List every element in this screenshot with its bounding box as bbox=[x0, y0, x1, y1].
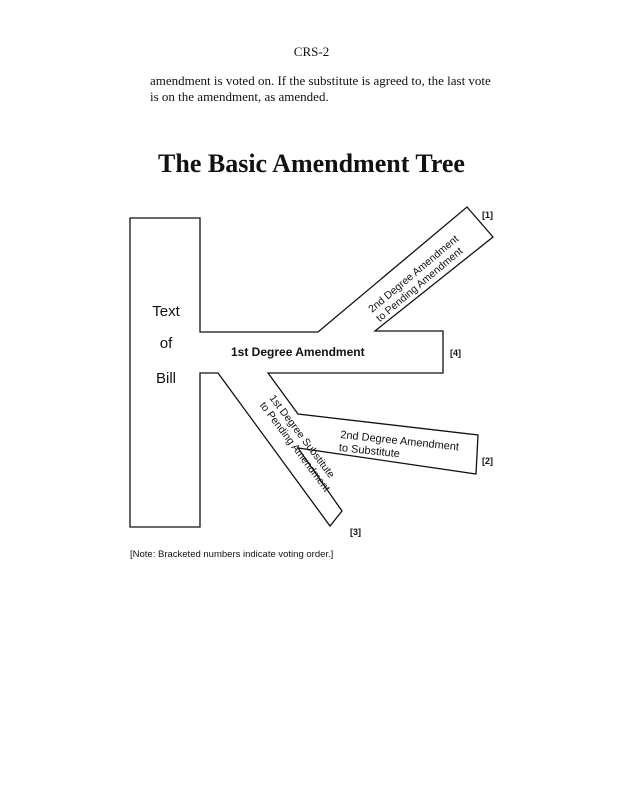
voting-order-4: [4] bbox=[450, 348, 461, 358]
trunk-label-of: of bbox=[160, 335, 173, 352]
diagram-title: The Basic Amendment Tree bbox=[158, 149, 465, 178]
trunk-label-bill: Bill bbox=[156, 370, 176, 387]
voting-order-3: [3] bbox=[350, 527, 361, 537]
amendment-tree-outline bbox=[129, 206, 494, 528]
page-header: CRS-2 bbox=[293, 44, 330, 59]
diagram-note: [Note: Bracketed numbers indicate voting… bbox=[130, 549, 334, 560]
voting-order-2: [2] bbox=[482, 456, 493, 466]
voting-order-1: [1] bbox=[482, 210, 493, 220]
first-degree-amendment-label: 1st Degree Amendment bbox=[231, 345, 365, 359]
intro-paragraph: amendment is voted on. If the substitute… bbox=[150, 73, 491, 104]
trunk-label-text: Text bbox=[152, 303, 180, 320]
